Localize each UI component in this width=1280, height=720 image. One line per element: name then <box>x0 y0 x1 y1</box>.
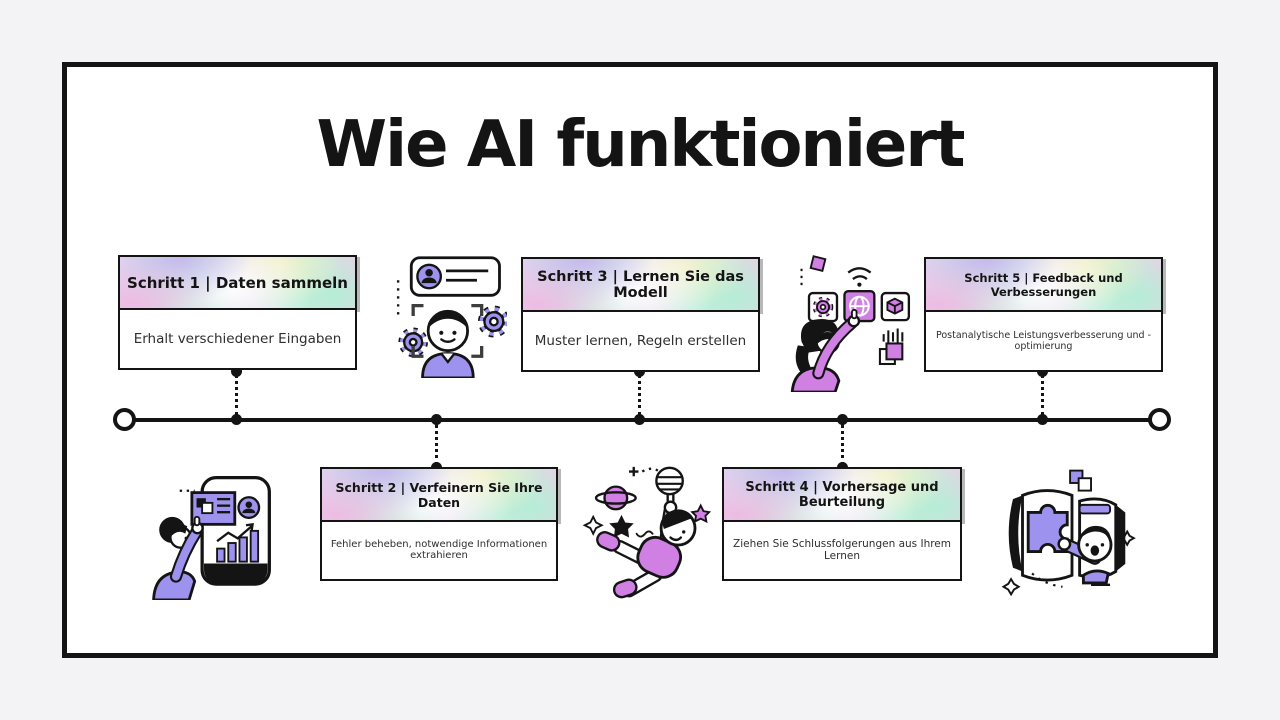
step-3-description: Muster lernen, Regeln erstellen <box>521 309 760 372</box>
data-analysis-phone-illustration <box>152 476 271 600</box>
timeline-node-step2 <box>431 414 442 425</box>
app-icons-woman-illustration <box>790 255 911 392</box>
connector-step2 <box>435 424 438 466</box>
timeline-node-step1 <box>231 414 242 425</box>
puzzle-piece-icon <box>1026 503 1069 553</box>
step-2-header: Schritt 2 | Verfeinern Sie Ihre Daten <box>320 467 558 522</box>
timeline-start-circle <box>113 408 136 431</box>
step-3-header: Schritt 3 | Lernen Sie das Modell <box>521 257 760 312</box>
globe-icon <box>849 295 870 317</box>
step-2-description: Fehler beheben, notwendige Informationen… <box>320 519 558 581</box>
step-card-3: Schritt 3 | Lernen Sie das Modell Muster… <box>521 257 760 372</box>
face-recognition-illustration <box>396 256 507 378</box>
step-1-description: Erhalt verschiedener Eingaben <box>118 307 357 370</box>
cube-icon <box>886 297 904 315</box>
page-title: Wie AI funktioniert <box>316 108 966 182</box>
step-card-5: Schritt 5 | Feedback und Verbesserungen … <box>924 257 1163 372</box>
connector-step3 <box>638 374 641 416</box>
gear-icon <box>398 327 428 357</box>
connector-dot-step1 <box>231 366 242 377</box>
step-card-2: Schritt 2 | Verfeinern Sie Ihre Daten Fe… <box>320 467 558 581</box>
step-card-4: Schritt 4 | Vorhersage und Beurteilung Z… <box>722 467 962 581</box>
connector-step4 <box>841 424 844 466</box>
step-card-1: Schritt 1 | Daten sammeln Erhalt verschi… <box>118 255 357 370</box>
connector-step5 <box>1041 374 1044 416</box>
gear-icon <box>812 296 834 318</box>
puzzle-screen-illustration <box>1001 469 1136 597</box>
connector-dot-step3 <box>634 366 645 377</box>
step-5-header: Schritt 5 | Feedback und Verbesserungen <box>924 257 1163 312</box>
timeline-node-step4 <box>837 414 848 425</box>
step-4-header: Schritt 4 | Vorhersage und Beurteilung <box>722 467 962 522</box>
timeline-node-step3 <box>634 414 645 425</box>
connector-step1 <box>235 374 238 416</box>
gear-icon <box>477 305 507 338</box>
step-1-header: Schritt 1 | Daten sammeln <box>118 255 357 310</box>
timeline-end-circle <box>1148 408 1171 431</box>
step-5-description: Postanalytische Leistungsverbesserung un… <box>924 309 1163 372</box>
timeline-node-step5 <box>1037 414 1048 425</box>
connector-dot-step5 <box>1037 366 1048 377</box>
step-4-description: Ziehen Sie Schlussfolgerungen aus Ihrem … <box>722 519 962 581</box>
astronaut-floating-illustration <box>582 466 712 599</box>
